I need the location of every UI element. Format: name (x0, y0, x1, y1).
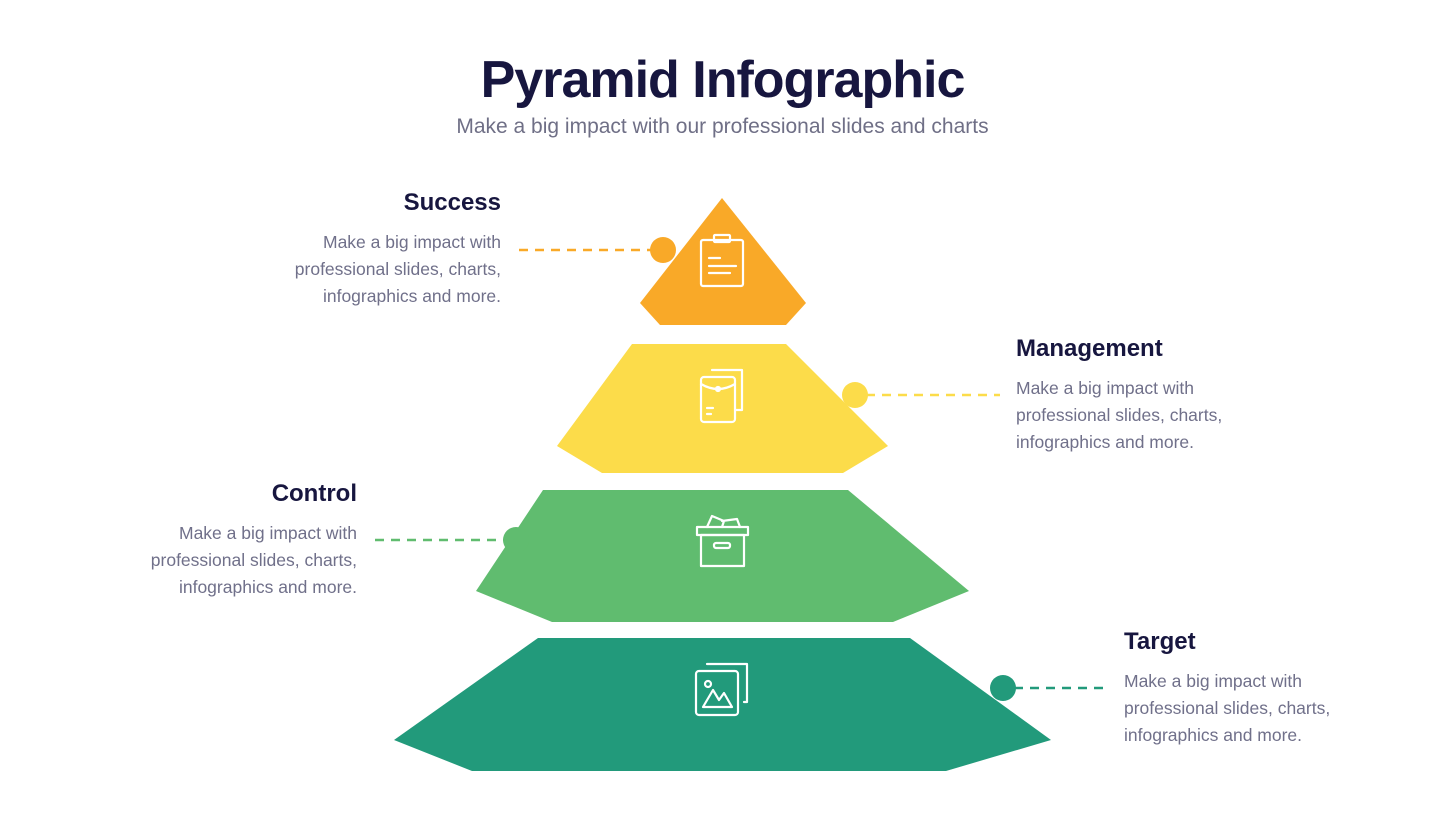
pyramid-level-control (476, 490, 969, 622)
level-description-line: professional slides, charts, (150, 550, 357, 570)
pyramid-level-management (557, 344, 888, 473)
level-heading: Target (1124, 628, 1196, 655)
level-description-line: professional slides, charts, (1124, 698, 1331, 718)
connector-dot (650, 237, 676, 263)
level-heading: Control (271, 480, 357, 507)
image-gallery-icon (694, 662, 749, 717)
connector-dot (503, 527, 529, 553)
level-description-line: infographics and more. (1124, 725, 1303, 745)
level-description-line: professional slides, charts, (1016, 405, 1223, 425)
archive-box-icon (695, 514, 750, 568)
envelope-folder-icon (699, 368, 744, 424)
level-label-target: Target Make a big impact with profession… (1124, 628, 1424, 749)
clipboard-icon (699, 233, 745, 288)
level-label-control: Control Make a big impact with professio… (57, 480, 357, 601)
pyramid-level-success (640, 198, 806, 325)
page-subtitle: Make a big impact with our professional … (456, 115, 989, 138)
level-description-line: infographics and more. (178, 577, 357, 597)
level-label-success: Success Make a big impact with professio… (201, 189, 501, 310)
level-description-line: infographics and more. (322, 286, 501, 306)
level-description-line: Make a big impact with (179, 523, 357, 543)
level-heading: Management (1016, 335, 1163, 362)
page-title: Pyramid Infographic (480, 51, 966, 109)
level-label-management: Management Make a big impact with profes… (1016, 335, 1316, 456)
level-description-line: Make a big impact with (323, 232, 501, 252)
level-description-line: Make a big impact with (1124, 671, 1302, 691)
level-description-line: Make a big impact with (1016, 378, 1194, 398)
level-description-line: professional slides, charts, (294, 259, 501, 279)
connector-dot (990, 675, 1016, 701)
level-description-line: infographics and more. (1016, 432, 1195, 452)
connector-dot (842, 382, 868, 408)
level-heading: Success (403, 189, 501, 216)
pyramid-level-target (394, 638, 1051, 771)
